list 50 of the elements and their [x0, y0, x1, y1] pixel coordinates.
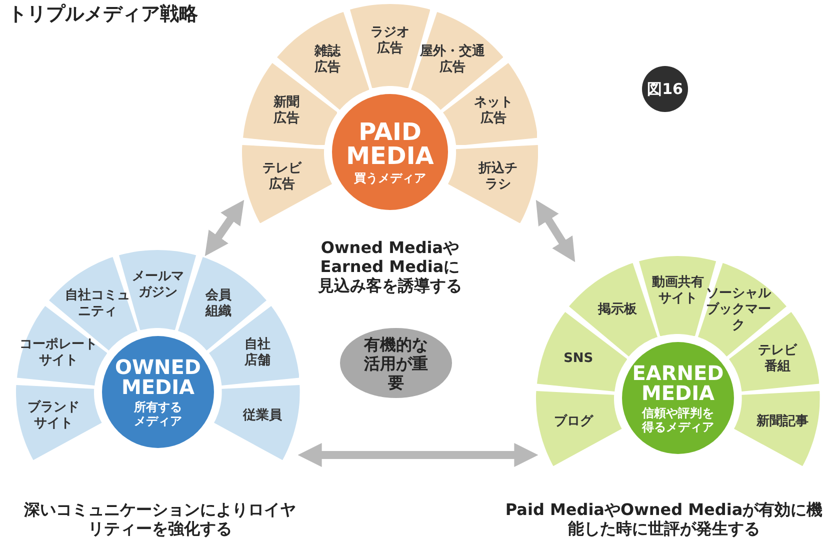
figure-number-badge: 図16: [642, 66, 688, 112]
segment-label: 屋外・交通広告: [418, 44, 486, 76]
media-fan: [536, 256, 820, 469]
segment-label: 雑誌広告: [313, 44, 342, 76]
segment-label: 自社コミュニティ: [64, 288, 132, 320]
media-circle: [332, 94, 448, 210]
segment-label: 新聞広告: [272, 95, 301, 128]
media-title: PAID MEDIA: [345, 120, 435, 168]
double-arrow: [536, 200, 576, 262]
segment-label: 掲示板: [596, 302, 638, 318]
fan-segment: [119, 250, 197, 330]
caption-text: 深いコミュニケーションによりロイヤリティーを強化する: [23, 500, 297, 538]
segment-label: ブランドサイト: [26, 400, 81, 432]
segment-label: ソーシャルブックマーク: [704, 286, 772, 334]
fan-segment: [242, 144, 332, 223]
media-subtitle: 買うメディア: [353, 170, 427, 184]
segment-label: コーポレートサイト: [18, 336, 98, 369]
segment-label: メールマガジン: [130, 269, 185, 301]
media-fan: [242, 4, 538, 226]
caption-text: Paid MediaやOwned Mediaが有効に機能した時に世評が発生する: [505, 500, 823, 538]
segment-label: 従業員: [242, 408, 283, 424]
double-arrow: [298, 443, 538, 467]
segment-label: テレビ広告: [261, 160, 303, 193]
ellipse-label: 有機的な活用が重要: [362, 334, 429, 392]
segment-label: 自社店舗: [244, 336, 272, 369]
segment-label: ラジオ広告: [369, 25, 410, 57]
segment-label: 動画共有サイト: [650, 275, 705, 307]
caption-text: Owned MediaやEarned Mediaに見込み客を誘導する: [316, 238, 463, 295]
media-title: EARNED MEDIA: [631, 362, 725, 402]
media-fan: [16, 250, 300, 463]
double-arrow: [204, 200, 244, 256]
media-subtitle: 信頼や評判を得るメディア: [640, 406, 715, 434]
media-subtitle: 所有するメディア: [133, 400, 183, 428]
segment-label: テレビ番組: [757, 342, 798, 375]
segment-label: 新聞記事: [755, 414, 810, 430]
fan-segment: [734, 390, 820, 466]
fan-segment: [536, 390, 622, 466]
media-circle: [102, 336, 214, 448]
segment-label: 折込チラシ: [477, 160, 519, 193]
fan-segment: [16, 384, 102, 460]
media-circle: [622, 342, 734, 454]
fan-segment: [448, 144, 538, 223]
fan-segment: [16, 306, 107, 386]
segment-label: ブログ: [553, 414, 594, 430]
fan-segment: [214, 384, 300, 460]
title-text: トリプルメディア戦略: [8, 2, 198, 26]
segment-label: ネット広告: [472, 95, 514, 128]
media-title: OWNED MEDIA: [114, 356, 202, 396]
segment-label: 会員組織: [204, 288, 232, 320]
segment-label: SNS: [562, 350, 594, 367]
